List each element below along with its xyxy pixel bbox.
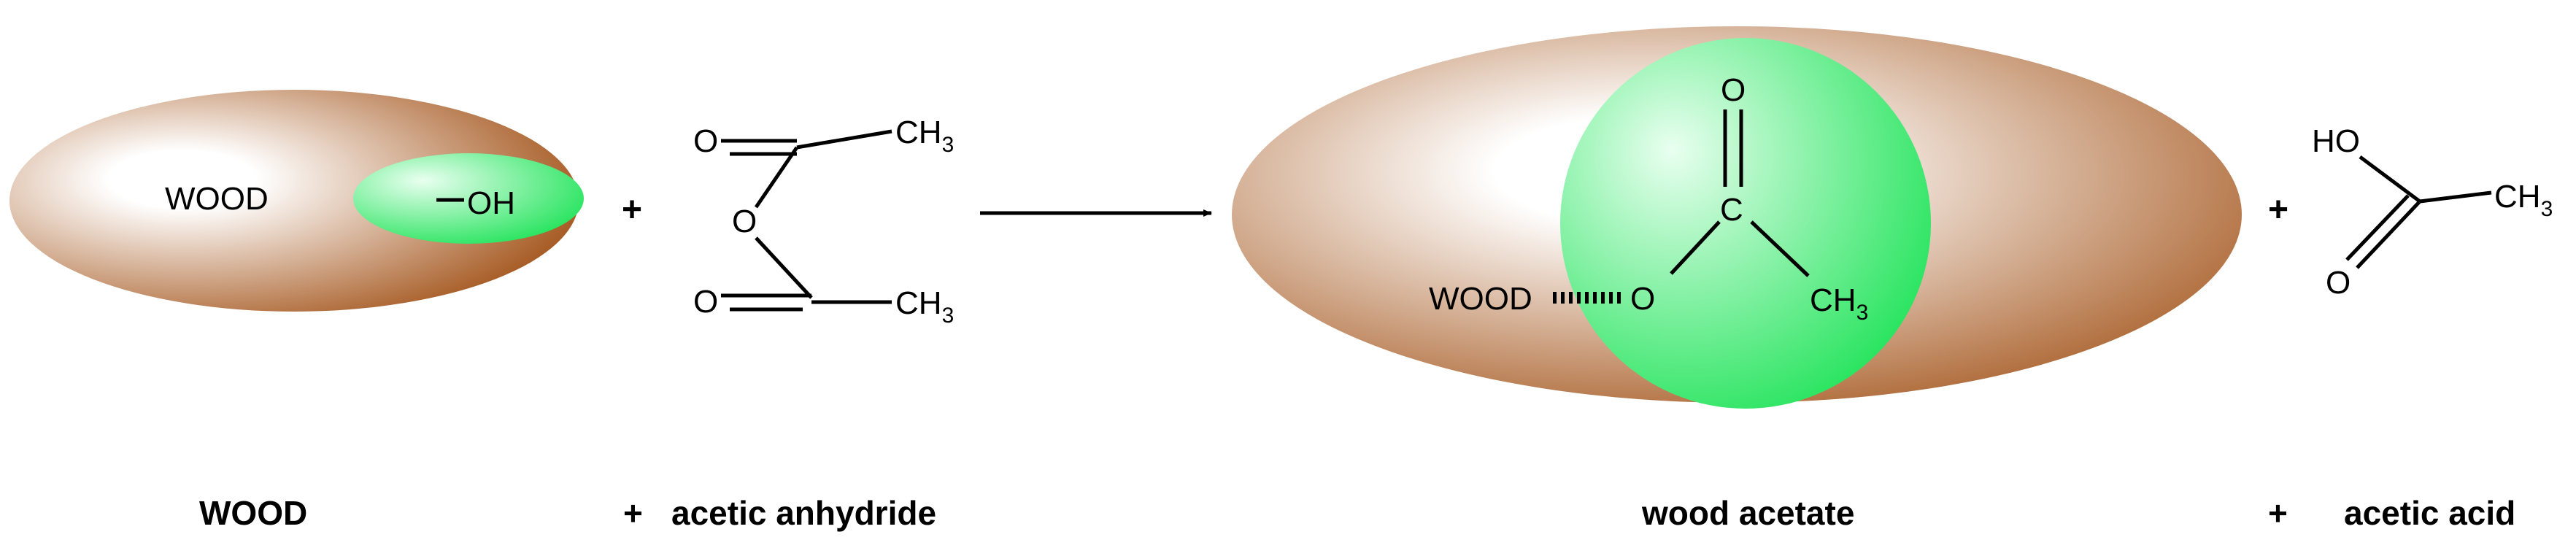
acid-methyl-bond bbox=[2419, 190, 2492, 204]
caption-plus-2: + bbox=[2268, 494, 2288, 532]
acetate-carbon: C bbox=[1720, 192, 1743, 228]
acetate-methyl-bond bbox=[1750, 220, 1810, 277]
acetate-methyl: CH3 bbox=[1810, 282, 1868, 325]
anhydride-top-methyl-bond bbox=[796, 129, 892, 150]
reactant-wood: WOOD OH bbox=[9, 90, 584, 312]
anhydride-bottom-methyl: CH3 bbox=[895, 285, 954, 328]
wood-body-label: WOOD bbox=[165, 181, 269, 217]
acetate-highlight-circle bbox=[1560, 38, 1931, 409]
caption-wood-acetate: wood acetate bbox=[1641, 494, 1854, 532]
anhydride-bridge-oxygen: O bbox=[732, 204, 757, 239]
acetate-ester-bond bbox=[1670, 220, 1721, 275]
anhydride-bottom-oxygen: O bbox=[693, 284, 718, 320]
acid-double-bond-a bbox=[2356, 200, 2421, 269]
acetate-ester-oxygen: O bbox=[1630, 281, 1655, 317]
anhydride-top-bridge-bond bbox=[754, 146, 799, 209]
acid-methyl: CH3 bbox=[2494, 179, 2553, 221]
caption-wood: WOOD bbox=[199, 494, 307, 532]
anhydride-bottom-bridge-bond bbox=[755, 236, 813, 299]
anhydride-top-methyl: CH3 bbox=[895, 115, 954, 157]
plus-sign-2: + bbox=[2268, 190, 2288, 229]
anhydride-top-oxygen: O bbox=[693, 123, 718, 159]
hydroxyl-label: OH bbox=[467, 185, 515, 221]
wood-body-ellipse bbox=[9, 90, 579, 312]
acetate-wood-label: WOOD bbox=[1429, 281, 1532, 317]
acid-double-bond-b bbox=[2345, 194, 2410, 261]
caption-acetic-anhydride: acetic anhydride bbox=[671, 494, 936, 532]
captions: WOOD + acetic anhydride wood acetate + a… bbox=[199, 494, 2515, 532]
plus-sign-1: + bbox=[622, 190, 642, 229]
caption-plus-1: + bbox=[623, 494, 643, 532]
acid-hydroxyl: HO bbox=[2312, 123, 2360, 159]
acid-hydroxyl-bond bbox=[2359, 155, 2421, 204]
acetic-anhydride-structure: O CH3 O O CH3 bbox=[693, 115, 954, 328]
acid-carbonyl-oxygen: O bbox=[2326, 265, 2351, 301]
acetic-acid-structure: HO CH3 O bbox=[2312, 123, 2553, 301]
hydroxyl-highlight-ellipse bbox=[353, 153, 584, 244]
product-wood-acetate: O C O WOOD CH3 bbox=[1232, 26, 2242, 409]
caption-acetic-acid: acetic acid bbox=[2344, 494, 2515, 532]
acetate-carbonyl-oxygen: O bbox=[1721, 72, 1746, 108]
